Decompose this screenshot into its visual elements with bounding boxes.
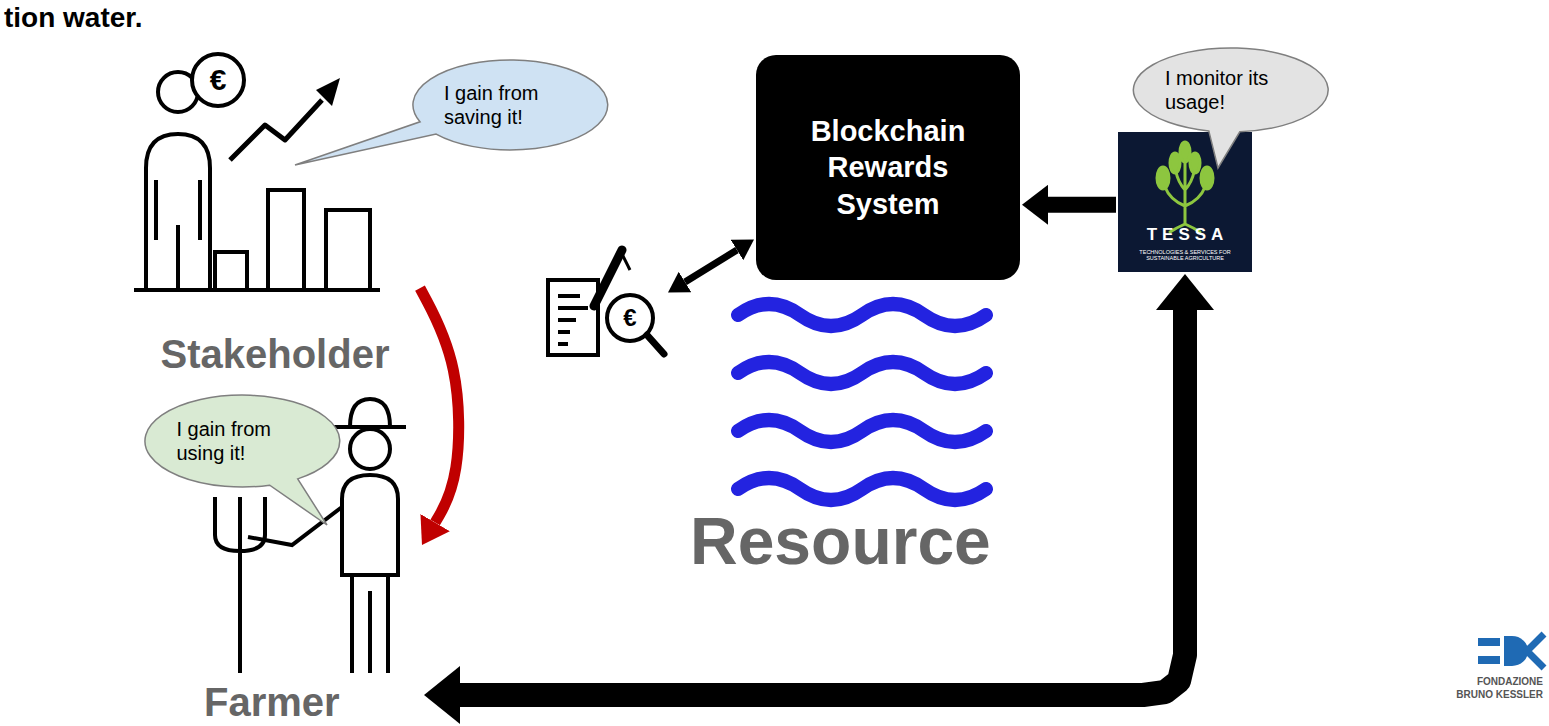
bar: [326, 210, 370, 290]
logo-chevron: [1527, 634, 1544, 668]
node-label: TESSA: [1118, 225, 1252, 245]
leaf: [1170, 153, 1180, 173]
node-label: Stakeholder: [130, 332, 420, 376]
leaf: [1180, 142, 1190, 162]
document: [548, 280, 598, 355]
heading-text: tion water.: [4, 2, 142, 34]
speech-text: I monitor its usage!: [1165, 66, 1297, 114]
wave: [738, 478, 986, 500]
speech-bubble: I gain from using it!: [145, 395, 340, 487]
farmer-head: [350, 429, 390, 469]
stakeholder-figure: Stakeholder: [130, 40, 420, 380]
logo-caption: BRUNO KESSLER: [1456, 689, 1543, 700]
speech-bubble: I monitor its usage!: [1134, 48, 1329, 132]
farmer-body: [342, 475, 398, 673]
resource-label: Resource: [690, 505, 991, 578]
wave: [738, 362, 986, 384]
leaf: [1190, 153, 1200, 173]
pen-clip: [620, 250, 630, 270]
tessa-logo: TESSA TECHNOLOGIES & SERVICES FOR SUSTAIN…: [1118, 132, 1252, 272]
node-label: Farmer: [204, 680, 340, 724]
water-waves: [738, 304, 986, 500]
wave: [738, 420, 986, 442]
speech-bubble-shape: [413, 60, 608, 150]
speech-bubble-shape: [1134, 48, 1329, 132]
node-label: Blockchain Rewards System: [798, 113, 978, 222]
speech-text: I gain from saving it!: [444, 81, 576, 129]
pitchfork: [215, 497, 265, 673]
trend-arrowhead: [316, 78, 340, 106]
stakeholder-figure-shape: [130, 40, 420, 380]
logo-bar: [1478, 656, 1500, 664]
node-subtitle: TECHNOLOGIES & SERVICES FOR SUSTAINABLE …: [1124, 249, 1246, 262]
hat: [334, 399, 406, 427]
bubble-outline: [145, 395, 340, 525]
euro-coin: [192, 54, 244, 106]
euro-symbol: €: [193, 62, 243, 98]
trend-line: [230, 100, 322, 160]
magnifier-handle: [647, 335, 664, 354]
leaf: [1201, 167, 1213, 189]
logo-bar: [1478, 638, 1500, 646]
person-body: [146, 134, 210, 290]
contract-icon-shape: [540, 240, 670, 365]
system-box: Blockchain Rewards System: [756, 55, 1020, 280]
bar: [215, 252, 247, 290]
double-arrow: [685, 250, 737, 282]
big-loop-arrow: [460, 310, 1185, 695]
speech-bubble-shape: [145, 395, 340, 487]
logo-caption: FONDAZIONE: [1477, 676, 1543, 687]
data-arrow: [1048, 197, 1116, 213]
chart-baseline: [134, 288, 380, 292]
node-label: €: [608, 302, 652, 334]
red-curved-arrow: [420, 288, 459, 522]
bar: [268, 190, 304, 290]
farmer-arm: [248, 507, 342, 545]
wave: [738, 304, 986, 326]
bubble-outline: [295, 60, 608, 165]
plant-logo: [1157, 142, 1213, 232]
document-lines: [558, 296, 588, 344]
speech-bubble: I gain from saving it!: [413, 60, 608, 150]
fbk-logo: [1478, 634, 1544, 668]
contract-icon: €: [540, 240, 670, 365]
speech-text: I gain from using it!: [176, 417, 308, 465]
leaf: [1157, 167, 1169, 189]
